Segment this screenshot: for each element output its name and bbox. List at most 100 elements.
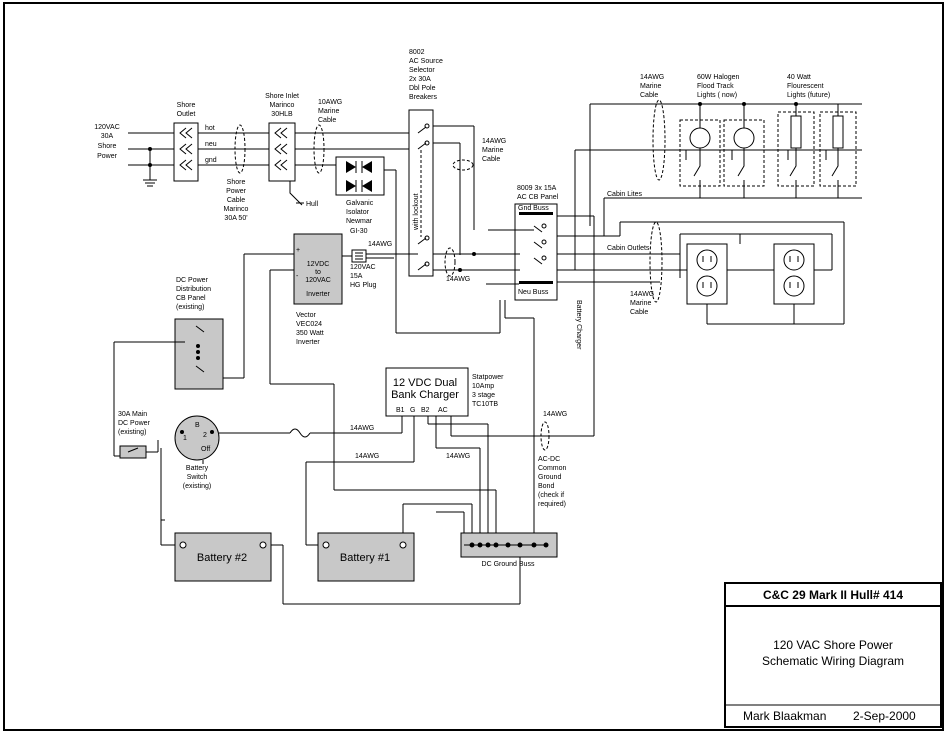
svg-text:to: to [315, 269, 321, 276]
svg-text:Hull: Hull [306, 201, 319, 208]
svg-text:30A: 30A [101, 133, 114, 140]
svg-text:Power: Power [226, 188, 247, 195]
svg-text:14AWG: 14AWG [350, 425, 374, 432]
svg-text:12VDC: 12VDC [307, 261, 330, 268]
svg-text:(existing): (existing) [118, 429, 146, 436]
svg-text:Marine: Marine [640, 83, 662, 90]
shore-inlet: Shore Inlet Marinco 30HLB Hull [265, 93, 318, 208]
svg-text:Shore Inlet: Shore Inlet [265, 93, 299, 100]
svg-text:14AWG: 14AWG [482, 138, 506, 145]
svg-text:B: B [195, 422, 200, 429]
svg-text:Cabin Outlets: Cabin Outlets [607, 245, 650, 252]
svg-text:Cable: Cable [227, 197, 245, 204]
svg-text:14AWG: 14AWG [630, 291, 654, 298]
svg-text:30A Main: 30A Main [118, 411, 147, 418]
svg-text:CB Panel: CB Panel [176, 295, 206, 302]
svg-text:8009 3x 15A: 8009 3x 15A [517, 185, 557, 192]
shore-outlet: Shore Outlet [173, 102, 199, 182]
svg-text:Gnd Buss: Gnd Buss [518, 205, 549, 212]
dc-ground-buss: DC Ground Buss [460, 532, 558, 568]
svg-text:Distribution: Distribution [176, 286, 211, 293]
title-block: C&C 29 Mark II Hull# 414 120 VAC Shore P… [724, 582, 942, 728]
shore-power-label: 120VAC 30A Shore Power [94, 124, 120, 160]
svg-text:Dbl Pole: Dbl Pole [409, 85, 436, 92]
svg-text:60W Halogen: 60W Halogen [697, 74, 740, 81]
svg-text:Marine: Marine [318, 108, 340, 115]
svg-text:AC CB Panel: AC CB Panel [517, 194, 559, 201]
svg-text:Battery Charger: Battery Charger [575, 300, 582, 350]
svg-text:Vector: Vector [296, 312, 317, 319]
svg-text:Marinco: Marinco [224, 206, 249, 213]
svg-text:DC Power: DC Power [176, 277, 209, 284]
svg-text:Cable: Cable [482, 156, 500, 163]
marine-cable-14awg-a: 14AWG Marine Cable [452, 138, 506, 171]
shore-wires [128, 132, 176, 187]
svg-text:Battery #1: Battery #1 [340, 552, 390, 564]
dc-wiring: 14AWG [263, 269, 535, 605]
svg-text:Isolator: Isolator [346, 209, 370, 216]
svg-text:12 VDC Dual: 12 VDC Dual [393, 377, 457, 389]
battery-switch: B 1 2 Off Battery Switch (existing) 14AW… [160, 415, 403, 546]
svg-text:Marinco: Marinco [270, 102, 295, 109]
svg-text:Power: Power [97, 153, 118, 160]
svg-text:14AWG: 14AWG [368, 241, 392, 248]
svg-text:30HLB: 30HLB [271, 111, 293, 118]
galvanic-isolator: Galvanic Isolator Newmar GI-30 [335, 156, 397, 333]
svg-text:350 Watt: 350 Watt [296, 330, 324, 337]
svg-text:AC: AC [438, 407, 448, 414]
svg-text:required): required) [538, 501, 566, 508]
svg-text:Shore: Shore [227, 179, 246, 186]
ground-bond-label: AC-DC Common Ground Bond (check if requi… [538, 456, 567, 508]
ac-cb-panel: 8009 3x 15A AC CB Panel Gnd Buss Neu Bus… [505, 185, 559, 301]
title-line-2: Schematic Wiring Diagram [762, 654, 904, 668]
svg-text:gnd: gnd [205, 157, 217, 164]
svg-text:DC Ground Buss: DC Ground Buss [482, 561, 535, 568]
svg-text:Inverter: Inverter [296, 339, 320, 346]
shore-line-labels: hot neu gnd Shore Power Cable Marinco 30… [198, 124, 270, 222]
battery-charger-feed: Battery Charger 14AWG [450, 215, 595, 451]
svg-text:VEC024: VEC024 [296, 321, 322, 328]
svg-text:Inverter: Inverter [306, 291, 330, 298]
svg-text:neu: neu [205, 141, 217, 148]
svg-text:Common: Common [538, 465, 567, 472]
svg-text:Lights (future): Lights (future) [787, 92, 830, 99]
cabin-lights: 14AWG Marine Cable 60W Halogen Flood Tra… [574, 74, 862, 270]
inverter: 12VDC to 120VAC Inverter + - Vector VEC0… [293, 233, 418, 346]
svg-text:120VAC: 120VAC [305, 277, 331, 284]
dc-panel: DC Power Distribution CB Panel (existing… [113, 253, 294, 457]
svg-text:8002: 8002 [409, 49, 425, 56]
svg-text:(check if: (check if [538, 492, 564, 499]
svg-text:Flourescent: Flourescent [787, 83, 824, 90]
title-line-1: 120 VAC Shore Power [773, 638, 893, 652]
svg-text:+: + [296, 247, 300, 254]
battery-charger: 12 VDC Dual Bank Charger B1 G B2 AC Stat… [385, 367, 504, 545]
svg-text:Ground: Ground [538, 474, 561, 481]
cabin-outlets: Cabin Outlets 14AWG Marine Cable [486, 221, 845, 325]
svg-text:30A 50': 30A 50' [224, 215, 247, 222]
svg-text:14AWG: 14AWG [446, 276, 470, 283]
svg-text:Shore: Shore [177, 102, 196, 109]
svg-text:hot: hot [205, 125, 215, 132]
svg-text:14AWG: 14AWG [543, 411, 567, 418]
svg-text:Switch: Switch [187, 474, 208, 481]
svg-text:120VAC: 120VAC [350, 264, 376, 271]
svg-text:Statpower: Statpower [472, 374, 504, 381]
svg-text:15A: 15A [350, 273, 363, 280]
svg-text:GI-30: GI-30 [350, 228, 368, 235]
svg-text:B1: B1 [396, 407, 405, 414]
svg-text:Bond: Bond [538, 483, 554, 490]
battery-1: Battery #1 [317, 532, 415, 582]
svg-text:(existing): (existing) [176, 304, 204, 311]
svg-text:B2: B2 [421, 407, 430, 414]
svg-text:Off: Off [201, 446, 210, 453]
title-author: Mark Blaakman [743, 709, 826, 723]
ac-source-selector: 8002 AC Source Selector 2x 30A Dbl Pole … [408, 49, 475, 277]
svg-text:Selector: Selector [409, 67, 435, 74]
svg-text:Battery: Battery [186, 465, 209, 472]
svg-text:Flood Track: Flood Track [697, 83, 734, 90]
svg-text:Shore: Shore [98, 143, 117, 150]
marine-cable-10awg: 10AWG Marine Cable [295, 99, 418, 174]
svg-text:Cable: Cable [640, 92, 658, 99]
title-date: 2-Sep-2000 [853, 709, 916, 723]
